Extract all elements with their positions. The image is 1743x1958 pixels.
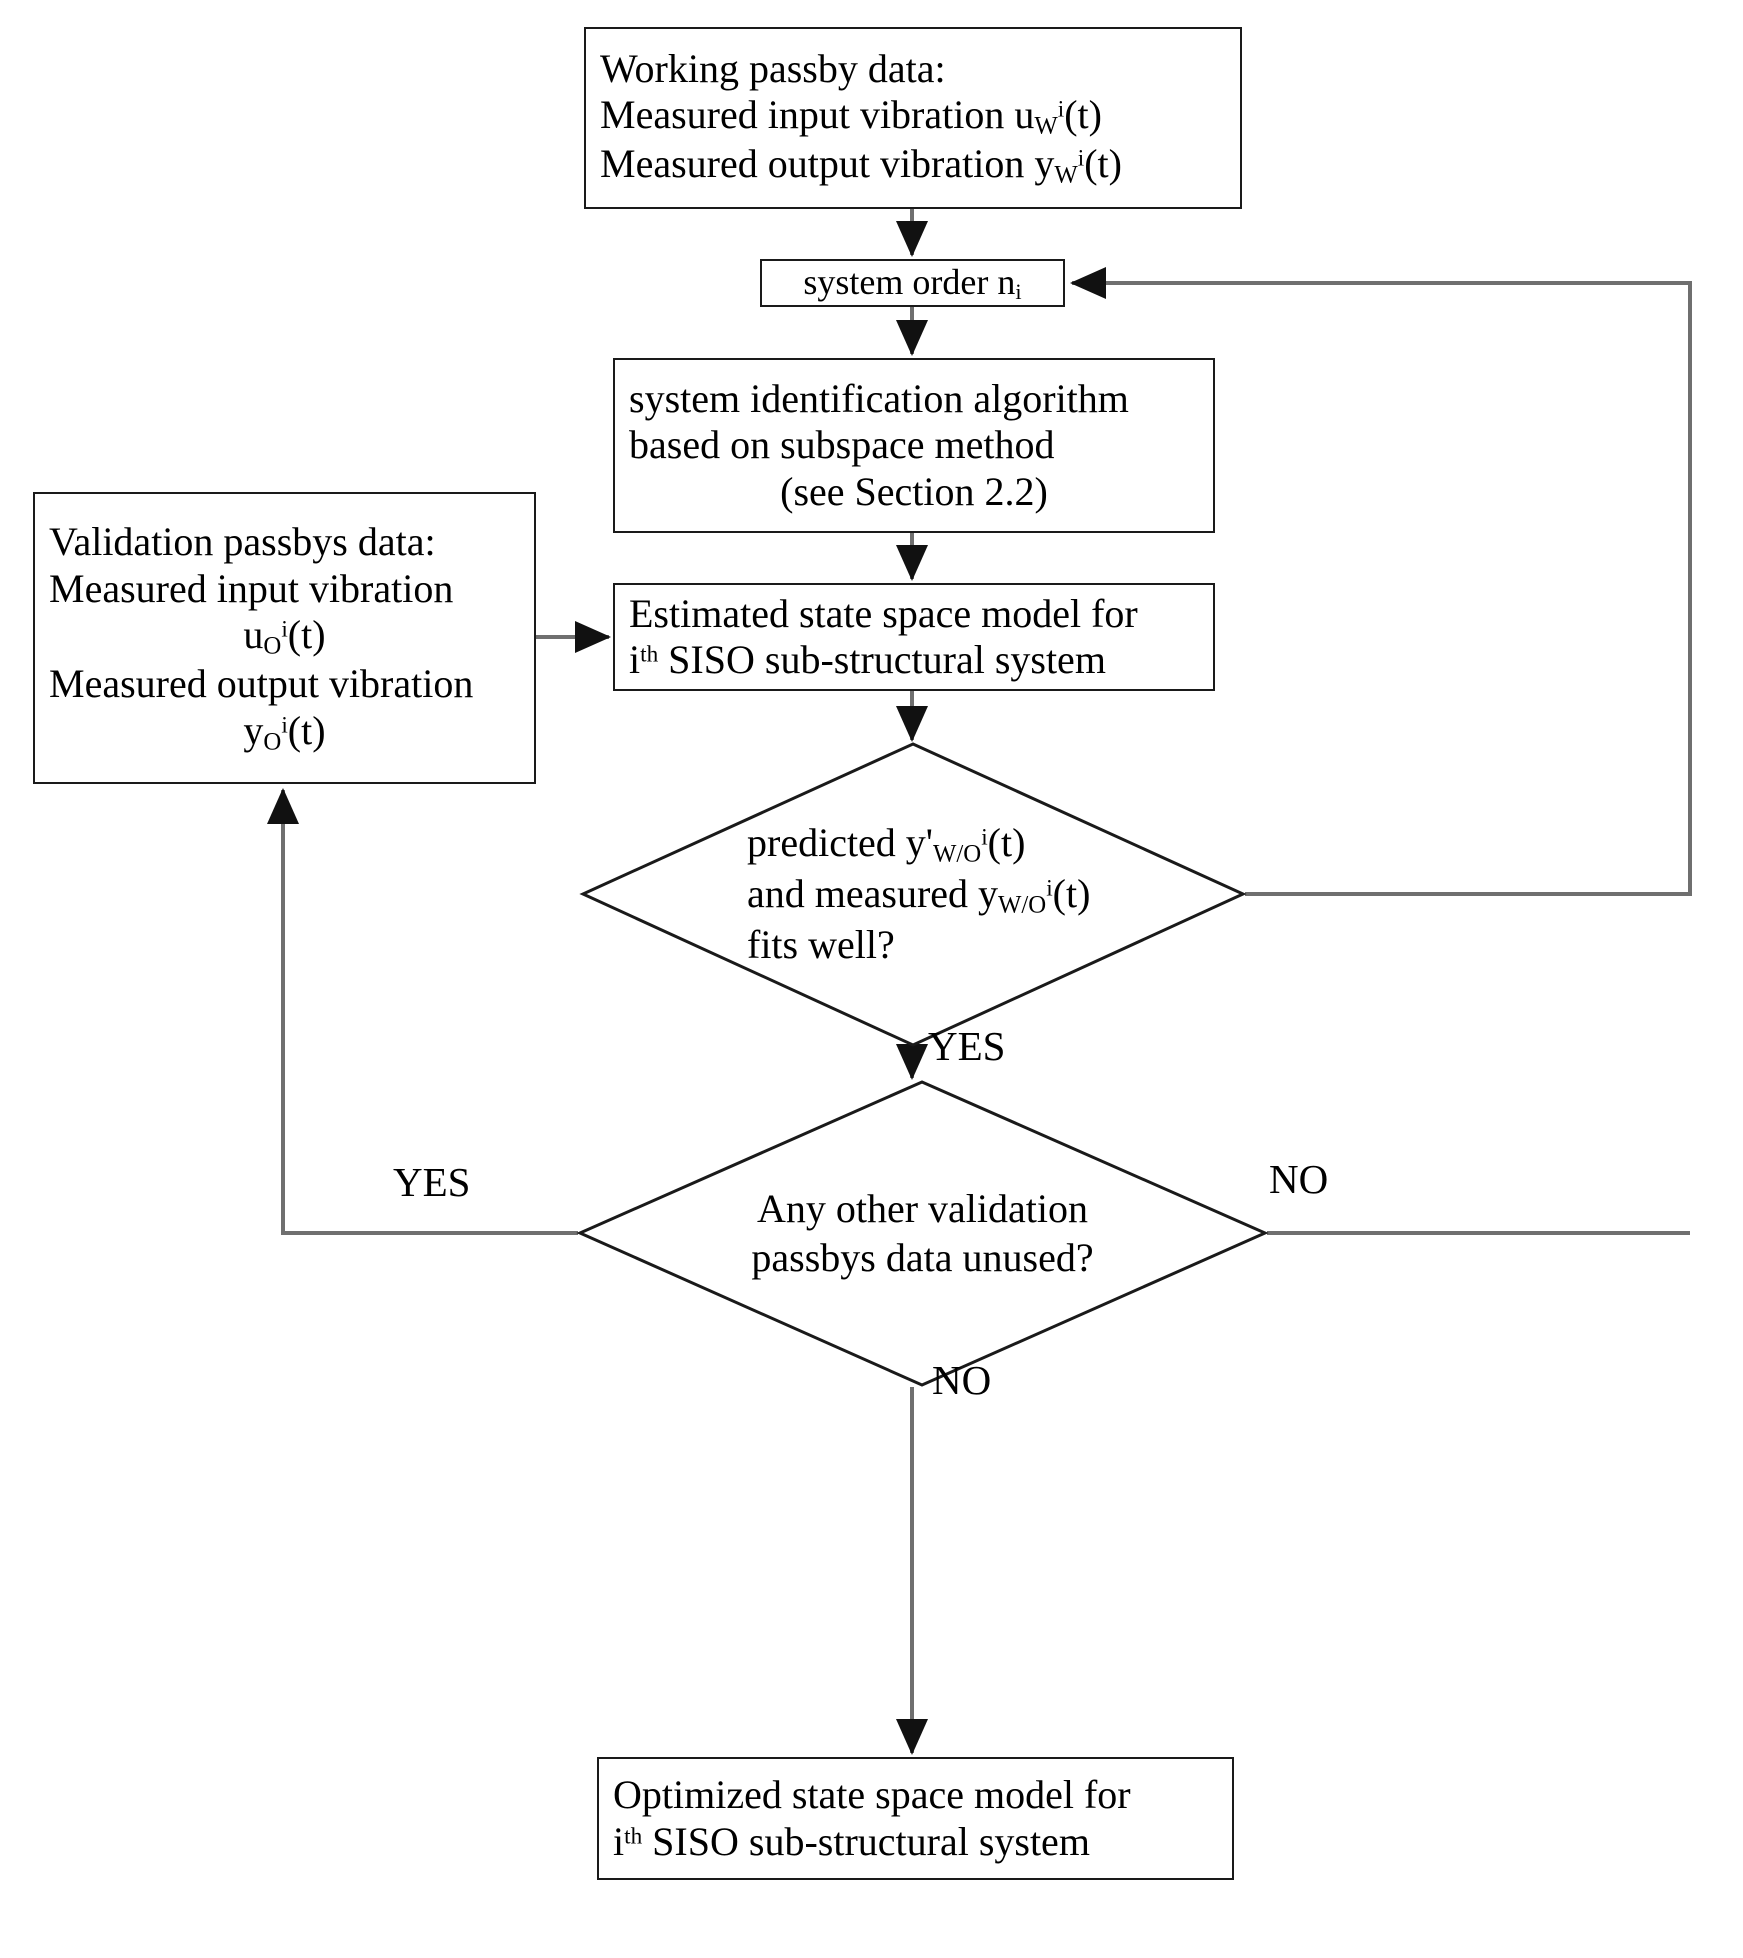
system-order-text: system order n — [803, 261, 1016, 302]
working-line-3-sub: W — [1054, 161, 1078, 189]
edge-label-fits-well-yes: YES — [928, 1023, 1006, 1069]
edge-fits-no-feedback — [1070, 267, 1692, 896]
system-order-sub: i — [1015, 278, 1022, 304]
validation-line-2: Measured input vibration — [49, 565, 454, 611]
validation-line-3: uOi(t) — [49, 612, 520, 661]
optimized-line-2-sup: th — [624, 1822, 643, 1849]
system-order-label: system order ni — [762, 262, 1063, 305]
working-line-3-suffix: (t) — [1084, 141, 1122, 187]
validation-line-5-sub: O — [263, 728, 282, 756]
validation-line-5-text: y — [243, 707, 264, 753]
validation-line-1: Validation passbys data: — [49, 519, 436, 565]
estimated-line-2-sup: th — [640, 641, 659, 668]
estimated-line-2: ith SISO sub-structural system — [629, 637, 1199, 683]
node-optimized-state-space-model: Optimized state space model for ith SISO… — [597, 1757, 1234, 1880]
edge-label-any-other-no-bottom: NO — [932, 1357, 992, 1403]
sysid-line-1: system identification algorithm — [629, 375, 1129, 421]
decision-any-other-validation: Any other validation passbys data unused… — [576, 1080, 1269, 1387]
working-line-2-sub: W — [1034, 112, 1058, 140]
edge-any-yes-to-validation — [267, 788, 578, 1235]
node-working-passby-data: Working passby data: Measured input vibr… — [584, 27, 1242, 209]
working-line-2-sup: i — [1057, 96, 1065, 123]
node-system-order: system order ni — [760, 259, 1065, 307]
node-validation-passbys-data: Validation passbys data: Measured input … — [33, 492, 536, 784]
decision-any-other-shape — [576, 1080, 1269, 1387]
working-line-3: Measured output vibration yWi(t) — [600, 141, 1226, 190]
optimized-line-2-prefix: i — [613, 1818, 625, 1864]
estimated-line-1: Estimated state space model for — [629, 590, 1138, 636]
edge-label-any-other-yes: YES — [393, 1159, 471, 1205]
optimized-line-1: Optimized state space model for — [613, 1772, 1131, 1818]
decision-fits-well-shape — [579, 742, 1247, 1047]
node-system-identification: system identification algorithm based on… — [613, 358, 1215, 533]
validation-line-5: yOi(t) — [49, 708, 520, 757]
decision-fits-well: predicted y'W/Oi(t) and measured yW/Oi(t… — [579, 742, 1247, 1047]
validation-line-5-sup: i — [281, 711, 288, 738]
edge-label-any-other-no: NO — [1269, 1156, 1329, 1202]
validation-line-3-text: u — [243, 611, 264, 657]
working-line-1: Working passby data: — [600, 45, 946, 91]
validation-line-5-suffix: (t) — [287, 707, 326, 753]
validation-line-3-sup: i — [281, 616, 288, 643]
node-estimated-state-space-model: Estimated state space model for ith SISO… — [613, 583, 1215, 691]
optimized-line-2-suffix: SISO sub-structural system — [642, 1818, 1090, 1864]
working-line-2: Measured input vibration uWi(t) — [600, 92, 1226, 141]
sysid-line-3: (see Section 2.2) — [780, 468, 1048, 514]
working-line-3-sup: i — [1077, 145, 1085, 172]
sysid-line-2: based on subspace method — [629, 422, 1055, 468]
optimized-line-2: ith SISO sub-structural system — [613, 1819, 1218, 1865]
validation-line-3-sub: O — [263, 632, 282, 660]
validation-line-4: Measured output vibration — [49, 661, 474, 707]
working-line-2-suffix: (t) — [1064, 91, 1102, 137]
working-line-3-text: Measured output vibration y — [600, 141, 1055, 187]
estimated-line-2-prefix: i — [629, 637, 641, 682]
estimated-line-2-suffix: SISO sub-structural system — [658, 637, 1106, 682]
validation-line-3-suffix: (t) — [287, 611, 326, 657]
working-line-2-text: Measured input vibration u — [600, 91, 1035, 137]
